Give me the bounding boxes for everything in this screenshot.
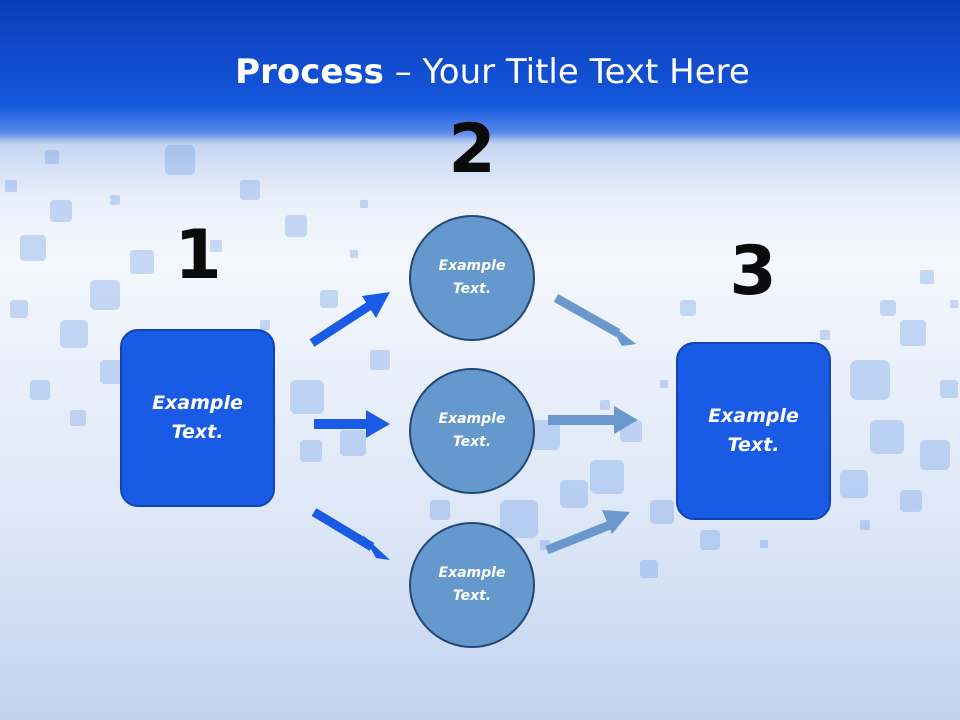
step-2-circle-middle-text: Example Text. bbox=[438, 411, 506, 450]
step-number-2: 2 bbox=[448, 110, 496, 189]
step-2-circle-top-text: Example Text. bbox=[438, 258, 506, 297]
arrow-bottom-to-step3 bbox=[545, 510, 630, 555]
step-number-1: 1 bbox=[174, 216, 222, 295]
step-1-box: Example Text. bbox=[120, 329, 275, 507]
step-3-text: Example Text. bbox=[708, 405, 799, 456]
arrow-step1-to-middle bbox=[314, 410, 390, 438]
arrow-top-to-step3 bbox=[553, 294, 636, 346]
arrow-middle-to-step3 bbox=[548, 406, 638, 434]
title-bar bbox=[0, 0, 960, 140]
step-3-box: Example Text. bbox=[676, 342, 831, 520]
step-2-circle-middle: Example Text. bbox=[409, 368, 535, 494]
step-2-circle-top: Example Text. bbox=[409, 215, 535, 341]
title-bold: Process bbox=[235, 52, 384, 92]
title-rest: Your Title Text Here bbox=[422, 52, 750, 92]
title-dash: – bbox=[383, 52, 423, 92]
step-2-circle-bottom: Example Text. bbox=[409, 522, 535, 648]
arrow-step1-to-bottom bbox=[311, 508, 390, 560]
page-title: Process – Your Title Text Here bbox=[0, 52, 960, 92]
step-1-text: Example Text. bbox=[152, 392, 243, 443]
step-number-3: 3 bbox=[729, 232, 777, 311]
step-2-circle-bottom-text: Example Text. bbox=[438, 565, 506, 604]
arrow-step1-to-top bbox=[309, 292, 390, 347]
